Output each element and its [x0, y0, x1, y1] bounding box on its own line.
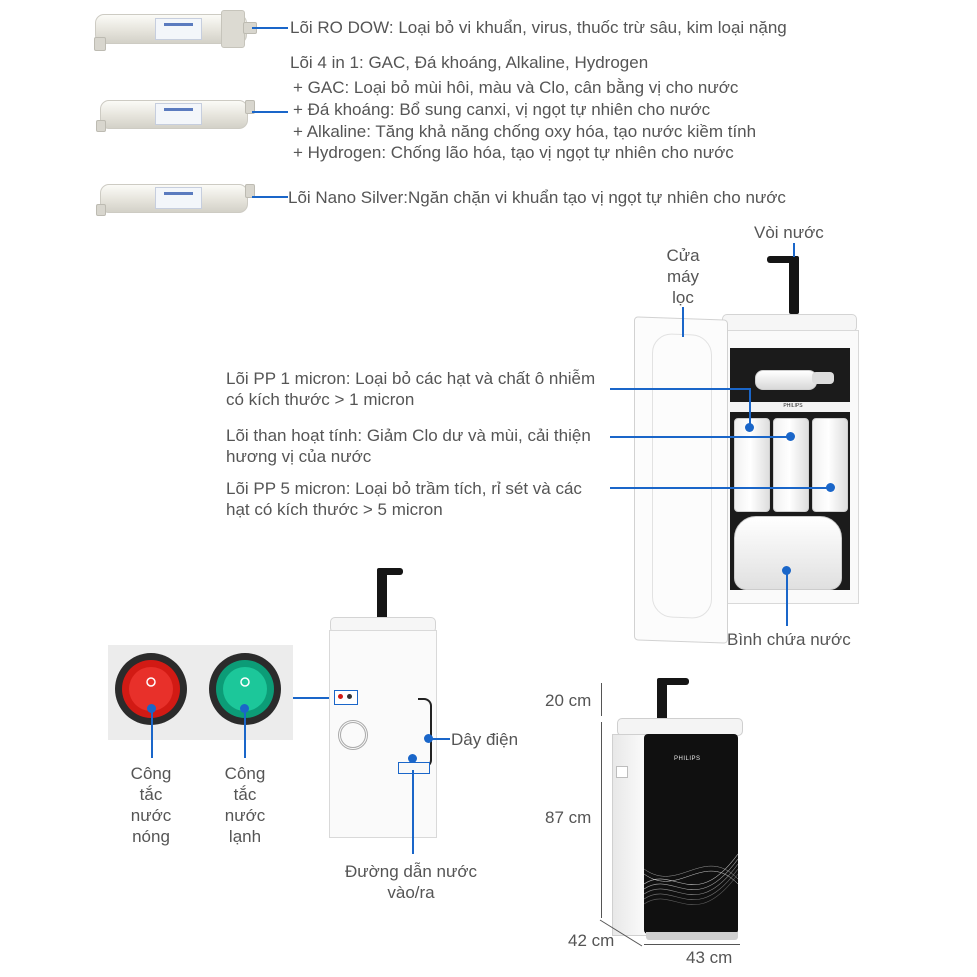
pp5-filter — [812, 418, 848, 512]
carbon-label: Lõi than hoạt tính: Giảm Clo dư và mùi, … — [226, 426, 591, 466]
ro-leader-line — [252, 27, 288, 29]
water-tank — [734, 516, 842, 590]
dimension-line-width — [644, 944, 740, 945]
dimension-height-label: 87 cm — [545, 808, 592, 827]
ro-core-text: Lõi RO DOW: Loại bỏ vi khuẩn, virus, thu… — [290, 18, 787, 37]
four-in-one-leader-line — [252, 111, 288, 113]
nano-leader-line — [252, 196, 288, 198]
water-pipe-label: Đường dẫn nước vào/ra — [344, 862, 477, 902]
dimension-line-top — [601, 683, 602, 716]
pp1-filter — [734, 418, 770, 512]
pp1-label: Lõi PP 1 micron: Loại bỏ các hạt và chất… — [226, 369, 596, 409]
pp1-marker — [745, 423, 754, 432]
power-cord-label: Dây điện — [451, 730, 519, 749]
four-in-one-item: + GAC: Loại bỏ mùi hôi, màu và Clo, cân … — [293, 78, 739, 97]
cold-switch-label: Công tắc nước lạnh — [224, 764, 266, 846]
pp5-leader-line — [610, 487, 830, 489]
pp5-marker — [826, 483, 835, 492]
dimension-top-label: 20 cm — [545, 691, 592, 710]
cold-switch-icon — [209, 653, 281, 725]
power-cord — [418, 698, 432, 768]
faucet-label: Vòi nước — [754, 223, 824, 242]
front-brand: PHILIPS — [674, 756, 701, 762]
switch-connector-line — [293, 697, 333, 699]
hot-switch-leader-line — [151, 712, 153, 758]
dimension-depth-label: 42 cm — [568, 931, 615, 950]
pp1-leader-line — [610, 388, 750, 390]
cold-switch-leader-line — [244, 712, 246, 758]
dimension-line-depth — [599, 919, 643, 947]
dimension-width-label: 43 cm — [686, 948, 733, 967]
faucet — [767, 256, 799, 263]
carbon-leader-line — [610, 436, 790, 438]
interior-brand: PHILIPS — [783, 403, 803, 409]
nano-core-text: Lõi Nano Silver:Ngăn chặn vi khuẩn tạo v… — [288, 188, 786, 207]
four-in-one-title: Lõi 4 in 1: GAC, Đá khoáng, Alkaline, Hy… — [290, 53, 649, 72]
hot-switch-icon — [115, 653, 187, 725]
hot-switch-label: Công tắc nước nóng — [130, 764, 172, 846]
pp5-label: Lõi PP 5 micron: Loại bỏ trầm tích, rỉ s… — [226, 479, 582, 519]
fan-vent — [338, 720, 368, 750]
four-in-one-item: + Đá khoáng: Bổ sung canxi, vị ngọt tự n… — [293, 100, 711, 119]
power-cord-leader-line — [430, 738, 450, 740]
tank-leader-line — [786, 572, 788, 626]
door-label: Cửa máy lọc — [666, 246, 700, 307]
door-leader-line — [682, 307, 684, 337]
water-pipe-leader-line — [412, 770, 414, 854]
faucet-leader-line — [793, 243, 795, 257]
dimension-line-height — [601, 722, 602, 918]
four-in-one-item: + Alkaline: Tăng khả năng chống oxy hóa,… — [293, 122, 757, 141]
tank-label: Bình chứa nước — [727, 630, 851, 649]
carbon-marker — [786, 432, 795, 441]
front-panel: PHILIPS — [644, 734, 738, 934]
tank-marker — [782, 566, 791, 575]
four-in-one-item: + Hydrogen: Chống lão hóa, tạo vị ngọt t… — [293, 143, 734, 162]
